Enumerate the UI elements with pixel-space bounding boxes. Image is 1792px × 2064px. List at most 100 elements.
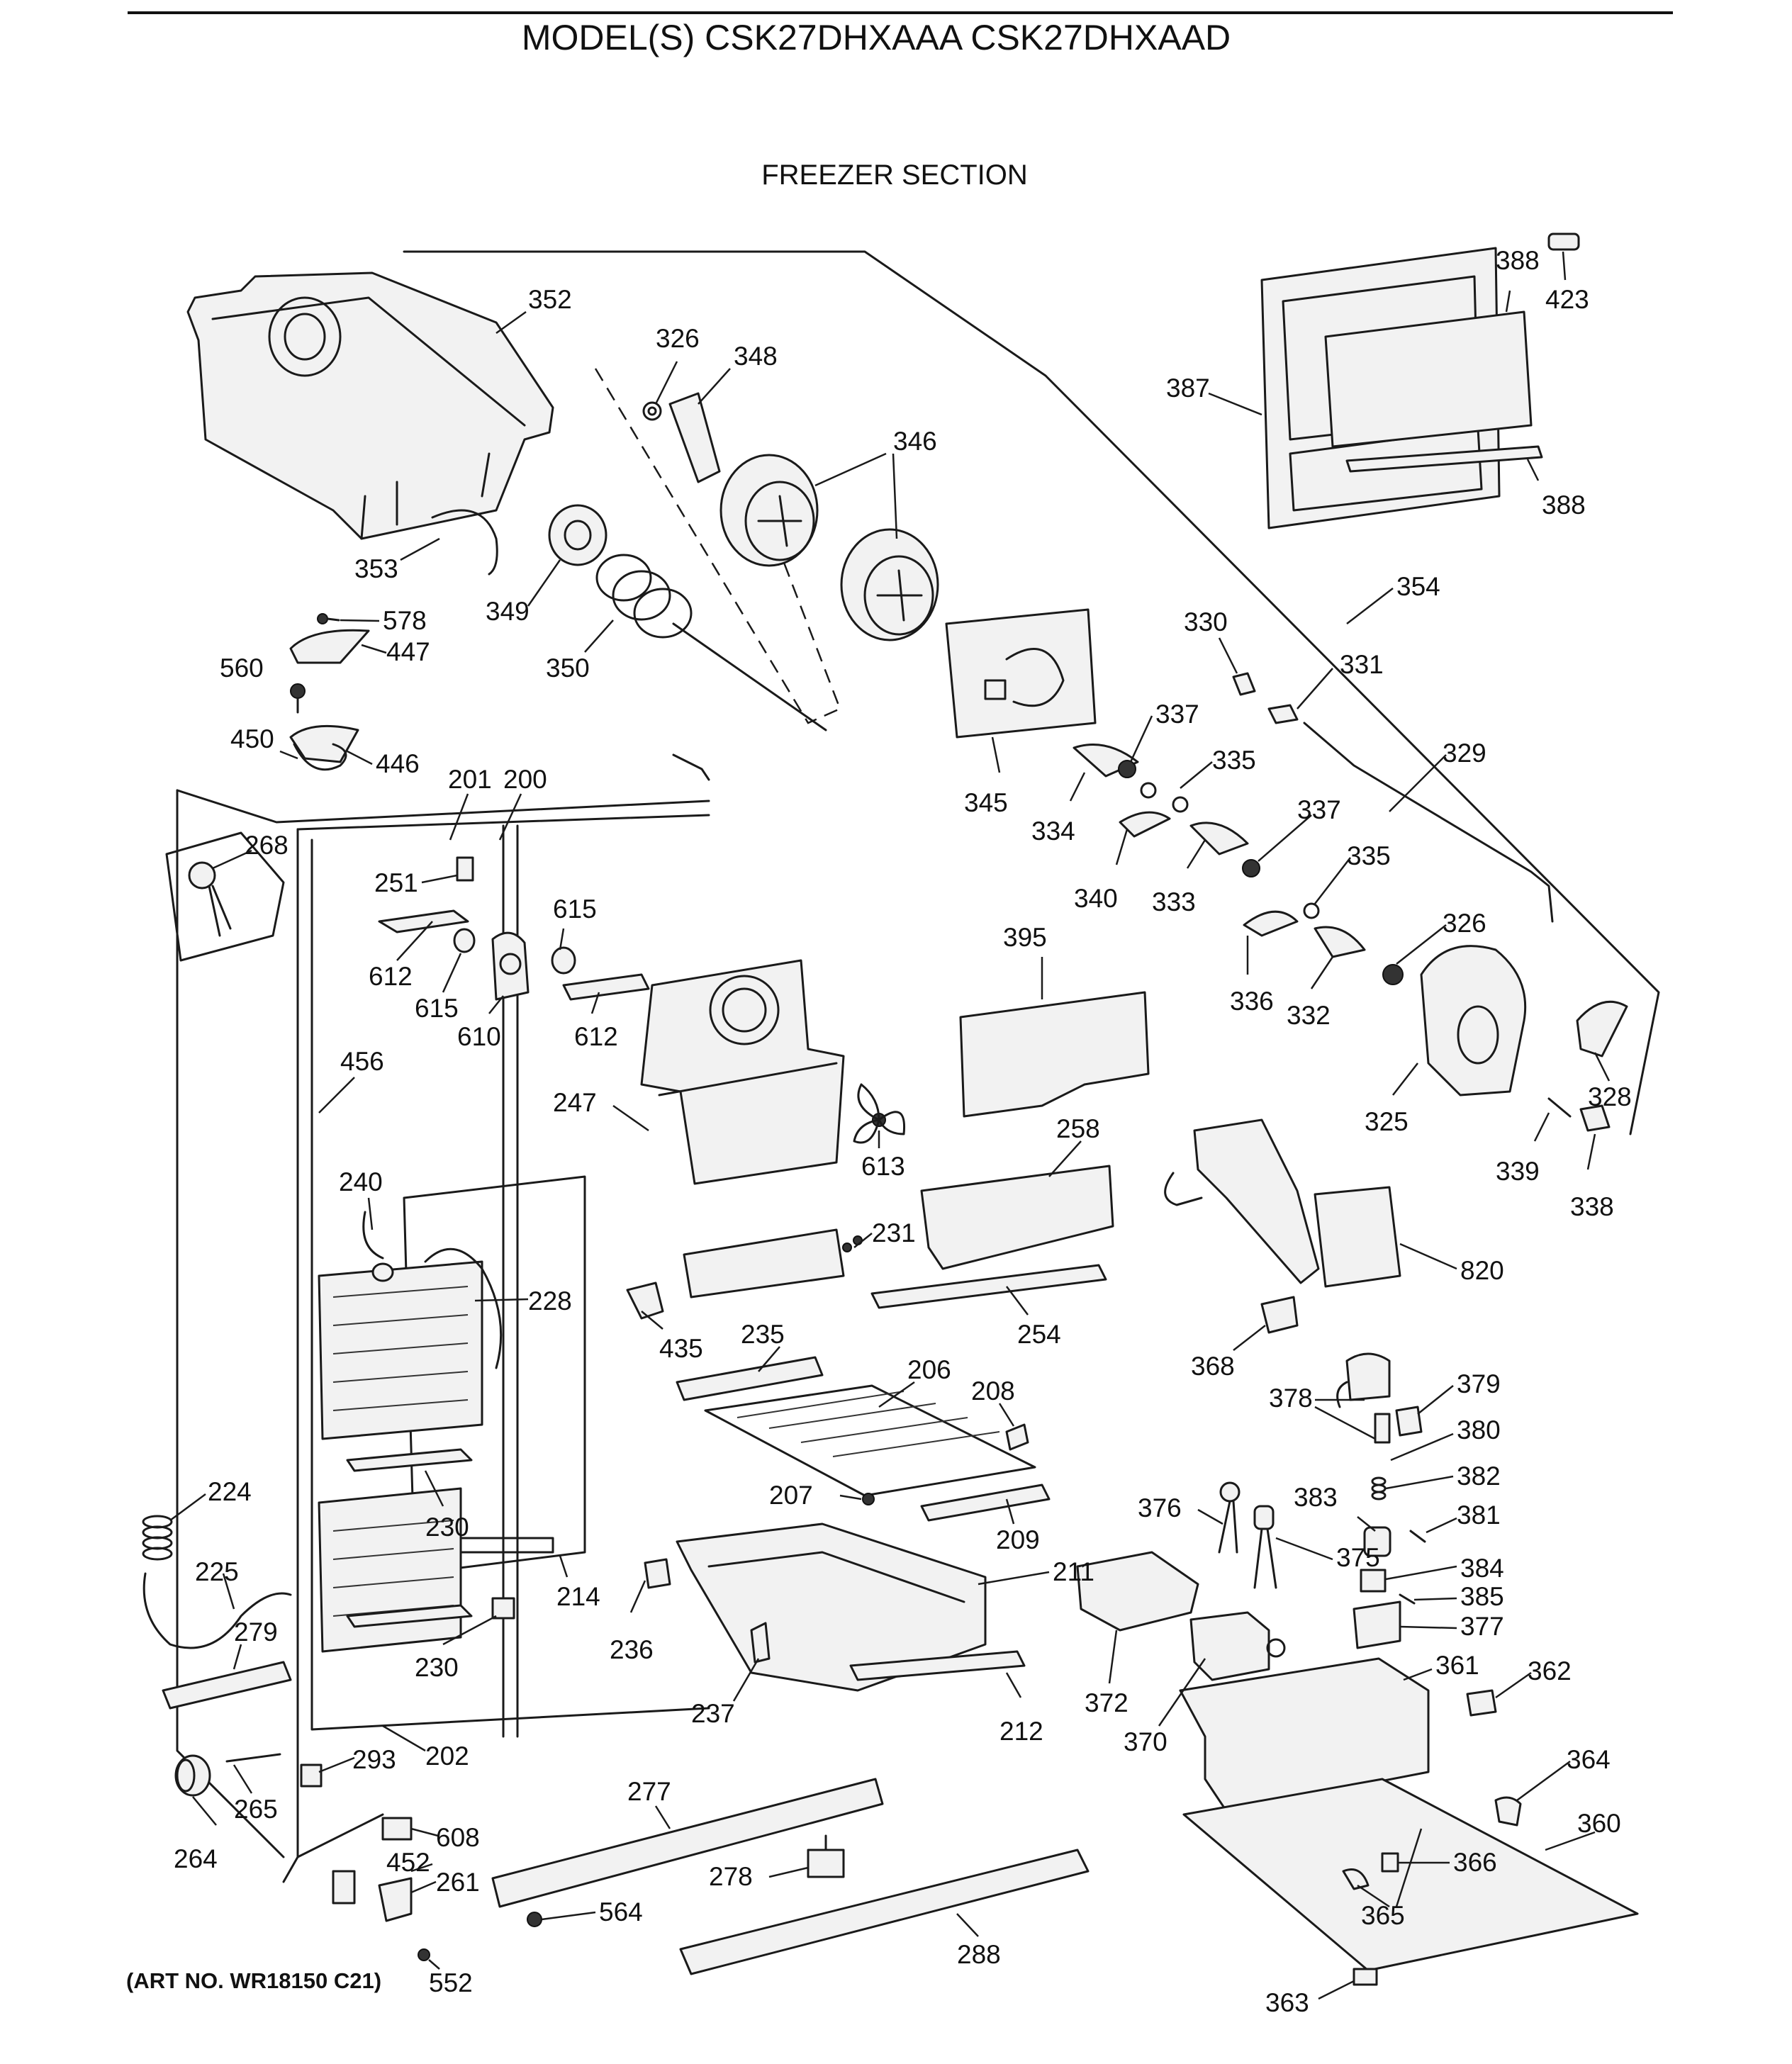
part-615-bumper-right xyxy=(551,946,576,975)
callout-211: 211 xyxy=(1053,1557,1094,1586)
callout-435: 435 xyxy=(659,1334,703,1363)
part-293-hinge-clip xyxy=(300,1763,323,1788)
callout-610: 610 xyxy=(457,1022,501,1051)
callout-379: 379 xyxy=(1457,1369,1501,1398)
part-332-arm xyxy=(1314,926,1366,958)
part-820-ice-maker xyxy=(1164,1118,1401,1288)
callout-212: 212 xyxy=(999,1717,1043,1746)
part-423-spring xyxy=(1547,232,1580,251)
part-363-bumper xyxy=(1353,1968,1378,1986)
callout-346: 346 xyxy=(893,427,937,456)
part-335-washer-mid xyxy=(1172,796,1189,813)
part-362-clip xyxy=(1466,1689,1497,1717)
part-388-upper-flap xyxy=(1324,310,1533,448)
part-326-washer xyxy=(1382,964,1404,985)
callout-388-upper: 388 xyxy=(1496,246,1540,275)
art-number: (ART NO. WR18150 C21) xyxy=(126,1968,381,1993)
callout-578: 578 xyxy=(383,606,427,635)
part-251-switch xyxy=(456,856,474,882)
part-366-clip xyxy=(1381,1852,1399,1873)
callout-251: 251 xyxy=(374,868,418,897)
callout-348: 348 xyxy=(734,342,778,371)
callout-337-lower: 337 xyxy=(1297,795,1341,824)
callout-labels: 352 326 348 346 353 349 350 578 447 560 … xyxy=(174,246,1632,2017)
part-560-screw xyxy=(290,683,306,714)
callout-560: 560 xyxy=(220,654,264,683)
callout-423: 423 xyxy=(1545,285,1589,314)
part-380-plunger xyxy=(1374,1413,1391,1444)
part-230-heater-upper xyxy=(346,1448,473,1472)
part-375-wire-harness xyxy=(1253,1505,1277,1589)
callout-231: 231 xyxy=(872,1218,916,1247)
callout-370: 370 xyxy=(1124,1727,1167,1756)
callout-615-left: 615 xyxy=(415,994,459,1023)
callout-258: 258 xyxy=(1056,1114,1100,1143)
callout-236: 236 xyxy=(610,1635,654,1664)
callout-372: 372 xyxy=(1085,1688,1129,1717)
callout-336: 336 xyxy=(1230,987,1274,1016)
callout-333: 333 xyxy=(1152,887,1196,916)
leader-lines xyxy=(169,251,1611,2000)
callout-612-right: 612 xyxy=(574,1022,618,1051)
callout-361: 361 xyxy=(1435,1651,1479,1680)
part-224-spring xyxy=(142,1515,173,1561)
part-237-latch xyxy=(750,1622,771,1664)
part-350-auger xyxy=(595,554,827,731)
callout-383: 383 xyxy=(1294,1483,1338,1512)
callout-615-right: 615 xyxy=(553,894,597,924)
part-212-pan-trim xyxy=(849,1650,1026,1681)
callout-364: 364 xyxy=(1567,1745,1611,1774)
callout-325: 325 xyxy=(1365,1107,1409,1136)
part-578-screw xyxy=(317,613,340,624)
part-450-spring xyxy=(293,743,347,771)
part-352-ice-bucket xyxy=(186,271,554,540)
part-446-cam xyxy=(289,724,359,763)
callout-265: 265 xyxy=(234,1795,278,1824)
part-564-screw xyxy=(527,1912,542,1927)
callout-202: 202 xyxy=(425,1742,469,1771)
callout-261: 261 xyxy=(436,1868,480,1897)
callout-375: 375 xyxy=(1336,1543,1380,1572)
part-206-shelf xyxy=(676,1356,1036,1497)
callout-328: 328 xyxy=(1588,1082,1632,1111)
part-348-gasket xyxy=(668,392,721,483)
callout-200: 200 xyxy=(503,765,547,794)
callout-264: 264 xyxy=(174,1844,218,1873)
part-388-lower-trim xyxy=(1345,445,1543,473)
callout-820: 820 xyxy=(1460,1256,1504,1285)
callout-456: 456 xyxy=(340,1047,384,1076)
part-230-heater-lower xyxy=(346,1604,473,1628)
callout-385: 385 xyxy=(1460,1582,1504,1611)
callout-452: 452 xyxy=(386,1848,430,1877)
part-335-washer-upper xyxy=(1140,782,1157,799)
part-379-bracket xyxy=(1395,1406,1423,1437)
callout-207: 207 xyxy=(769,1481,813,1510)
callout-350: 350 xyxy=(546,654,590,683)
callout-332: 332 xyxy=(1287,1001,1331,1030)
callout-209: 209 xyxy=(996,1525,1040,1554)
callout-395: 395 xyxy=(1003,923,1047,952)
part-277-rail xyxy=(491,1778,884,1908)
callout-339: 339 xyxy=(1496,1157,1540,1186)
callout-552: 552 xyxy=(429,1968,473,1997)
part-330-spring xyxy=(1232,672,1256,696)
part-236-clip xyxy=(644,1558,671,1589)
callout-345: 345 xyxy=(964,788,1008,817)
callout-382: 382 xyxy=(1457,1462,1501,1491)
model-title: MODEL(S) CSK27DHXAAA CSK27DHXAAD xyxy=(522,18,1231,57)
callout-326-right: 326 xyxy=(1443,909,1486,938)
part-261-hinge xyxy=(378,1877,413,1922)
callout-338: 338 xyxy=(1570,1192,1614,1221)
callout-329: 329 xyxy=(1443,739,1486,768)
part-612-bracket-right xyxy=(562,973,650,1001)
part-368-bracket xyxy=(1260,1296,1299,1334)
part-615-bumper-left xyxy=(453,928,476,953)
callout-247: 247 xyxy=(553,1088,597,1117)
callout-237: 237 xyxy=(691,1699,735,1728)
callout-353: 353 xyxy=(354,554,398,583)
callout-450: 450 xyxy=(230,724,274,753)
callout-381: 381 xyxy=(1457,1501,1501,1530)
part-225-drain-tube xyxy=(142,1572,292,1649)
part-325-housing xyxy=(1420,945,1527,1096)
part-265-pin xyxy=(225,1753,281,1763)
